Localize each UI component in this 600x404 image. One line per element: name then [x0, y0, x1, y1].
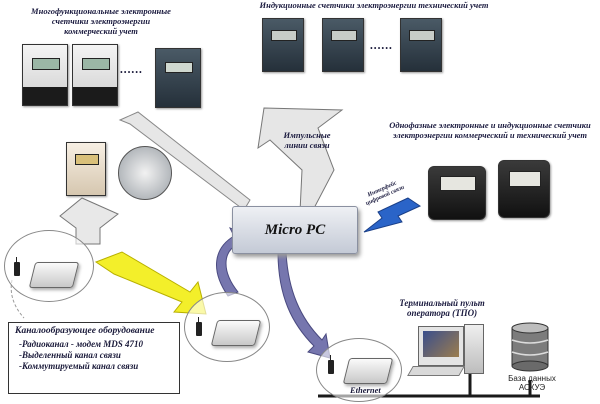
electronic-meter — [66, 142, 106, 196]
ethernet-label: Ethernet — [350, 385, 381, 395]
database-icon — [510, 322, 550, 372]
induction-dots: •••••• — [370, 44, 393, 53]
induction-meter-3 — [400, 18, 442, 72]
channel-item-switched: -Коммутируемый канал связи — [19, 361, 139, 371]
single-phase-caption: Однофазные электронные и индукционные сч… — [389, 120, 591, 140]
channel-dashed-link — [10, 279, 25, 319]
modem-1 — [28, 262, 80, 288]
multifunction-meter-3 — [155, 48, 201, 108]
round-meter — [118, 146, 172, 200]
micro-pc-label: Micro PC — [264, 222, 326, 238]
channel-equipment-box: Каналообразующее оборудование -Радиокана… — [8, 322, 180, 394]
meter-to-modem-arrow — [59, 197, 119, 245]
radio-link-arrow — [94, 251, 207, 315]
multifunction-meter-1 — [22, 44, 68, 106]
terminal-caption: Терминальный пульт оператора (ТПО) — [399, 298, 485, 318]
induction-caption: Индукционные счетчики электроэнергии тех… — [259, 0, 489, 10]
modem-2 — [210, 320, 262, 346]
digital-interface-arrow — [363, 197, 422, 233]
micro-pc-box: Micro PC — [232, 206, 358, 254]
induction-meter-1 — [262, 18, 304, 72]
monitor — [418, 326, 464, 366]
phone-2-icon — [196, 317, 202, 336]
induction-meter-2 — [322, 18, 364, 72]
phone-3-icon — [328, 355, 334, 374]
single-phase-meter-2 — [498, 160, 550, 218]
multifunction-caption: Многофункциональные электронные счетчики… — [31, 6, 171, 36]
keyboard — [407, 366, 465, 376]
system-unit — [464, 324, 484, 374]
channel-equipment-title: Каналообразующее оборудование — [15, 326, 155, 336]
pulse-lines-caption: Импульсные линии связи — [283, 130, 331, 150]
pc-to-modem-arrow — [277, 251, 331, 359]
multifunction-meter-2 — [72, 44, 118, 106]
channel-item-leased: -Выделенный канал связи — [19, 350, 121, 360]
channel-item-radio: -Радиоканал - модем MDS 4710 — [19, 339, 144, 349]
single-phase-meter-1 — [428, 166, 486, 220]
database-caption: База данных АСКУЭ — [508, 374, 556, 392]
multifunction-dots: •••••• — [120, 68, 143, 77]
phone-1-icon — [14, 257, 20, 276]
pulse-lines-arrow — [257, 107, 344, 213]
modem-3 — [342, 358, 394, 384]
